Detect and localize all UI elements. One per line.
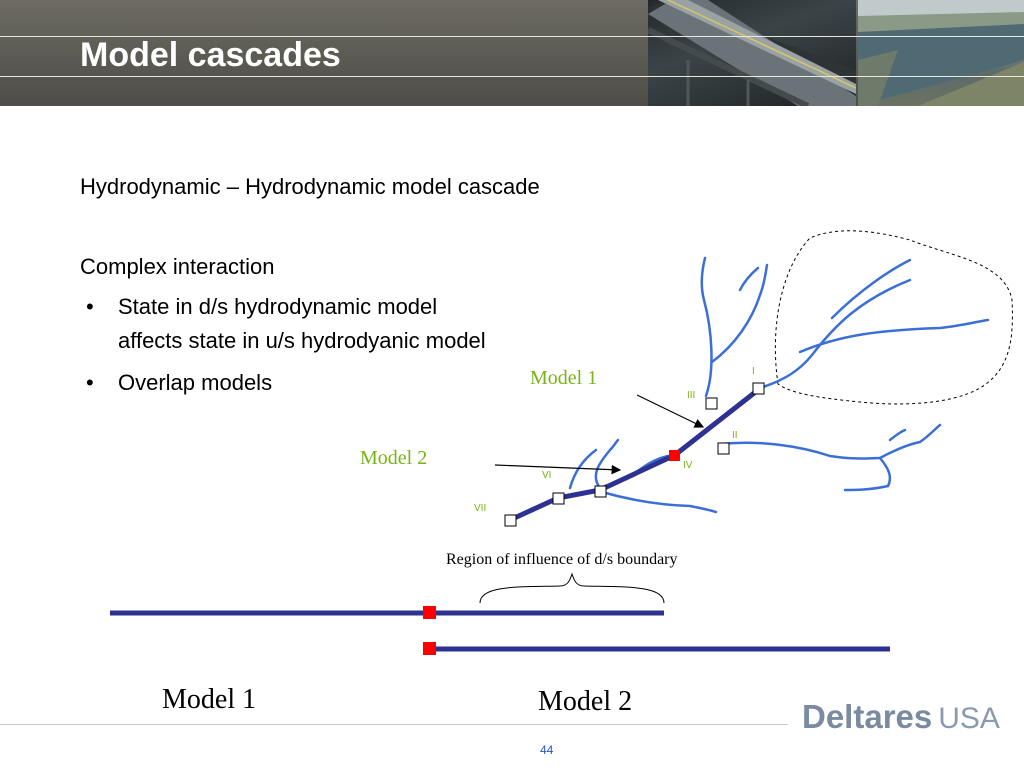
- logo-suffix: USA: [938, 702, 1000, 735]
- node-label-vii: VII: [474, 503, 487, 514]
- bullet-1-line-1: State in d/s hydrodynamic model: [118, 294, 438, 319]
- model2-label: Model 2: [360, 447, 428, 469]
- tributary: [758, 278, 912, 390]
- tributary: [830, 258, 912, 320]
- bullet-dot: •: [86, 370, 94, 395]
- boundary-marker: [423, 606, 436, 619]
- node-ii: [717, 442, 730, 455]
- node-label-vi: VI: [542, 470, 552, 481]
- model1-label: Model 1: [530, 367, 598, 389]
- tributary: [843, 456, 892, 492]
- node-iii: [705, 397, 718, 410]
- section-heading: Complex interaction: [80, 254, 275, 279]
- catchment-boundary: [774, 230, 1013, 405]
- node-vi-a: [594, 485, 607, 498]
- tributary: [600, 490, 718, 514]
- node-vii: [504, 514, 517, 527]
- node-label-iii: III: [687, 390, 696, 401]
- logo-brand: Deltares: [802, 698, 933, 735]
- tributary: [888, 428, 907, 442]
- tributary: [718, 423, 942, 460]
- river-aerial-photo: [858, 0, 1024, 106]
- tributary: [700, 256, 713, 398]
- model1-arrow: [636, 394, 705, 428]
- node-i: [752, 382, 765, 395]
- model2-arrow: [494, 464, 622, 475]
- page-number: 44: [540, 743, 554, 757]
- subtitle: Hydrodynamic – Hydrodynamic model cascad…: [80, 174, 540, 199]
- node-vi-b: [552, 492, 565, 505]
- overlap-model1-label: Model 1: [162, 684, 257, 715]
- bullet-1-line-2: affects state in u/s hydrodyanic model: [118, 328, 486, 353]
- tributary: [568, 448, 598, 490]
- footer-divider: [0, 724, 788, 725]
- boundary-marker: [423, 642, 436, 655]
- node-label-ii: II: [732, 430, 738, 441]
- bullet-dot: •: [86, 294, 94, 319]
- header-banner: Model cascades: [0, 0, 1024, 106]
- node-label-i: I: [752, 366, 755, 377]
- tributary: [710, 263, 769, 364]
- header-divider-line: [0, 36, 1024, 37]
- tributary: [798, 318, 990, 354]
- bridge-photo: [648, 0, 856, 106]
- node-label-iv: IV: [683, 460, 693, 471]
- boundary-node: [669, 450, 680, 461]
- region-label: Region of influence of d/s boundary: [446, 551, 678, 568]
- header-divider-line: [0, 76, 1024, 77]
- overlap-model2-label: Model 2: [538, 686, 633, 717]
- slide-title: Model cascades: [80, 36, 341, 74]
- tributary: [594, 438, 620, 490]
- tributary: [738, 266, 760, 292]
- bullet-2-line-1: Overlap models: [118, 370, 273, 395]
- region-brace: [479, 572, 665, 604]
